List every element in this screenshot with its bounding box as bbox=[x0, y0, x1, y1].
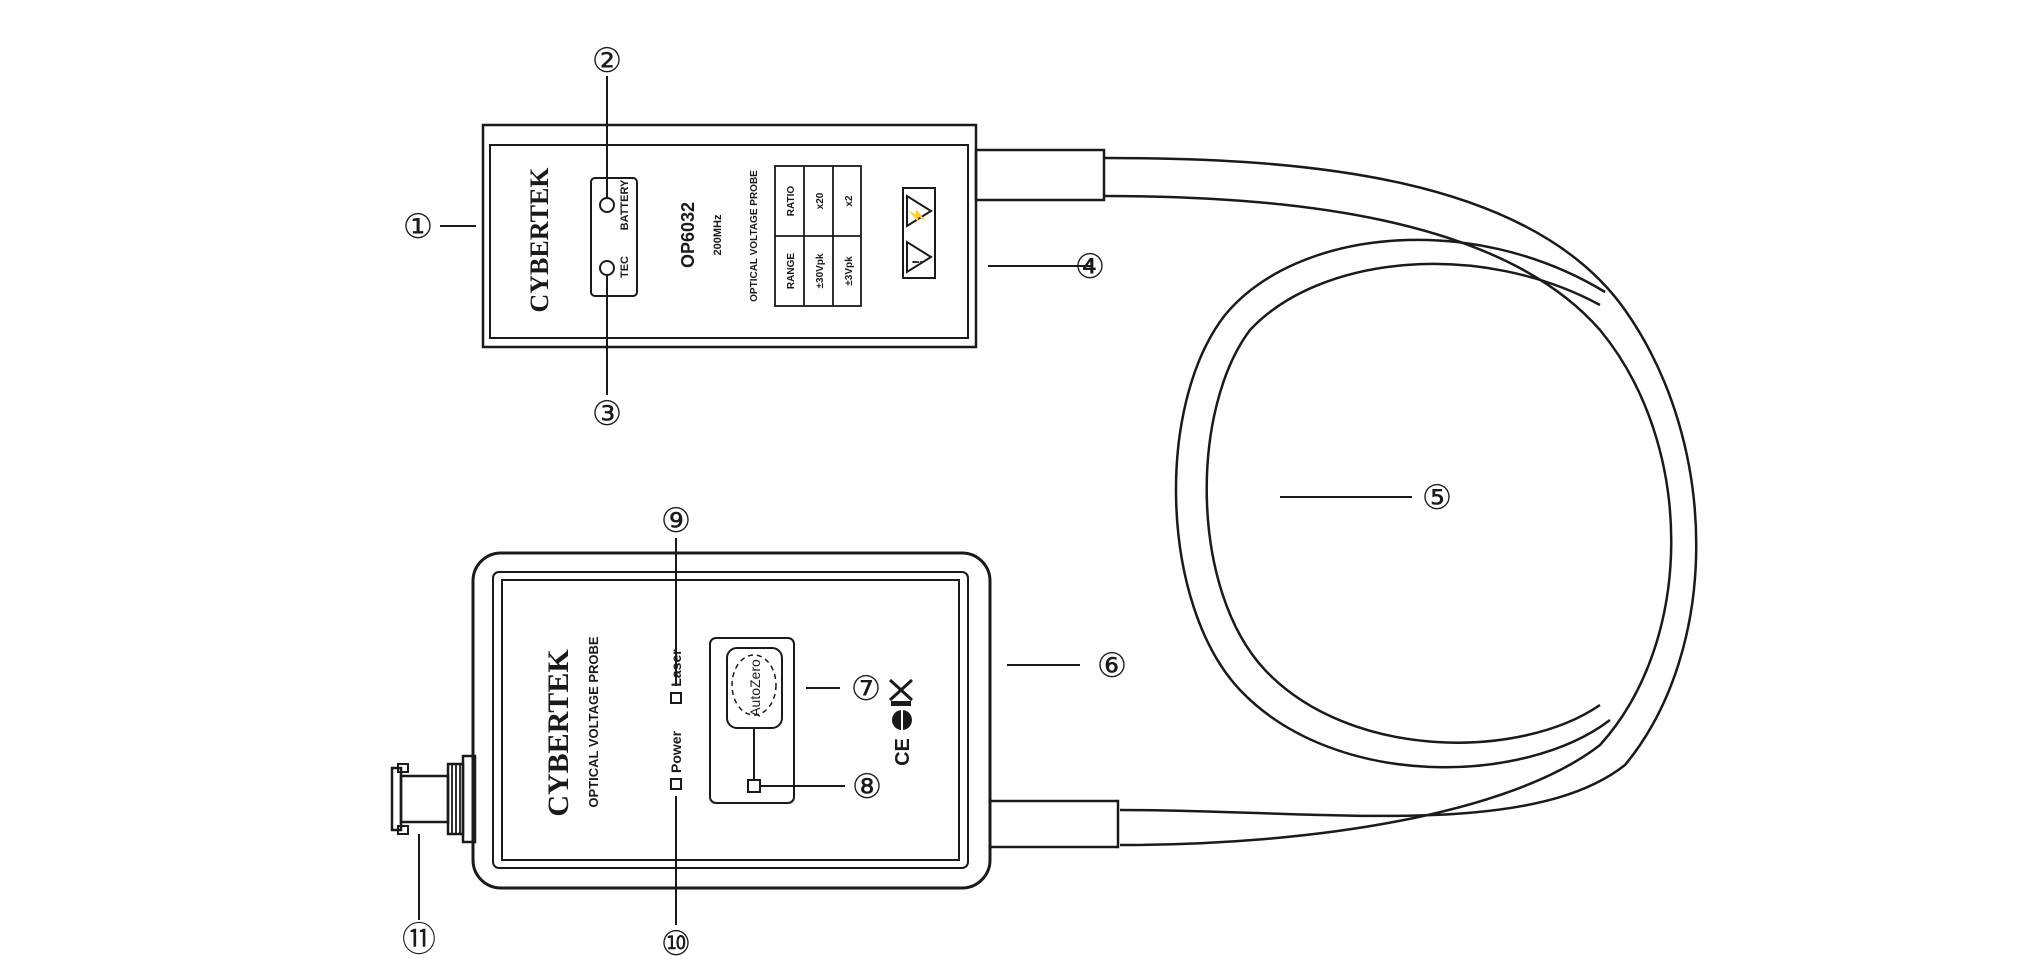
indicator-panel bbox=[590, 177, 638, 297]
callout-2: ② bbox=[592, 41, 622, 81]
leader-lines bbox=[418, 76, 1412, 925]
table-cell-range-1: ±30Vpk bbox=[815, 253, 826, 288]
tec-led-icon bbox=[599, 260, 615, 276]
callout-7: ⑦ bbox=[851, 669, 881, 709]
rohs-icon bbox=[892, 710, 912, 730]
callout-5: ⑤ bbox=[1422, 478, 1452, 518]
bnc-tip bbox=[390, 766, 403, 832]
receiver-bezel bbox=[492, 571, 969, 869]
callout-4: ④ bbox=[1075, 247, 1105, 287]
callout-6: ⑥ bbox=[1097, 646, 1127, 686]
spec-table: RANGE RATIO ±30Vpk x20 ±3Vpk x2 bbox=[774, 165, 862, 307]
receiver-outer-case bbox=[471, 551, 992, 890]
bnc-connector bbox=[390, 754, 477, 844]
svg-text:⚡: ⚡ bbox=[909, 207, 926, 224]
callout-numbers: ① ② ③ ④ ⑤ ⑥ ⑦ ⑧ ⑨ ⑩ ⑪ bbox=[402, 41, 1452, 964]
svg-text:!: ! bbox=[909, 260, 925, 265]
callout-9: ⑨ bbox=[661, 501, 691, 541]
model-number: OP6032 bbox=[678, 202, 698, 268]
receiver-panel bbox=[501, 579, 960, 861]
table-cell-ratio-2: x2 bbox=[844, 195, 855, 207]
receiver-product-name: OPTICAL VOLTAGE PROBE bbox=[586, 636, 601, 808]
callout-10: ⑩ bbox=[661, 924, 691, 964]
callout-1: ① bbox=[403, 207, 433, 247]
fiber-cable bbox=[1104, 156, 1698, 847]
callout-8: ⑧ bbox=[852, 767, 882, 807]
battery-led-icon bbox=[599, 197, 615, 213]
callout-11: ⑪ bbox=[402, 920, 436, 960]
bnc-body bbox=[399, 774, 450, 824]
bandwidth: 200MHz bbox=[712, 214, 724, 255]
receiver-strain-relief bbox=[988, 799, 1120, 849]
transmitter-unit: CYBERTEK BATTERY TEC OP6032 200MHz OPTIC… bbox=[481, 123, 1106, 349]
autozero-panel bbox=[709, 637, 795, 804]
power-label: Power bbox=[668, 730, 684, 773]
tec-label: TEC bbox=[619, 256, 631, 278]
table-cell-ratio-1: x20 bbox=[815, 192, 826, 209]
table-cell-range-2: ±3Vpk bbox=[844, 256, 855, 286]
callout-3: ③ bbox=[592, 394, 622, 434]
battery-label: BATTERY bbox=[619, 179, 631, 230]
autozero-label: AutoZero bbox=[747, 659, 763, 717]
transmitter-strain-relief bbox=[974, 148, 1106, 202]
receiver-brand: CYBERTEK bbox=[542, 649, 575, 817]
laser-led-icon bbox=[670, 692, 682, 704]
autozero-button-ring bbox=[731, 654, 777, 716]
transmitter-outer-case bbox=[481, 123, 978, 349]
ce-mark-icon: CE bbox=[892, 738, 914, 766]
power-led-icon bbox=[670, 778, 682, 790]
table-header-range: RANGE bbox=[786, 253, 797, 289]
weee-icon bbox=[888, 678, 914, 706]
transmitter-brand: CYBERTEK bbox=[525, 167, 554, 313]
autozero-led-icon bbox=[747, 779, 761, 793]
warning-icon: ⚡ ! bbox=[902, 187, 936, 279]
receiver-unit: CYBERTEK OPTICAL VOLTAGE PROBE Laser Pow… bbox=[471, 551, 1120, 890]
transmitter-panel bbox=[489, 144, 969, 339]
table-header-ratio: RATIO bbox=[786, 186, 797, 217]
transmitter-product-name: OPTICAL VOLTAGE PROBE bbox=[749, 170, 760, 302]
